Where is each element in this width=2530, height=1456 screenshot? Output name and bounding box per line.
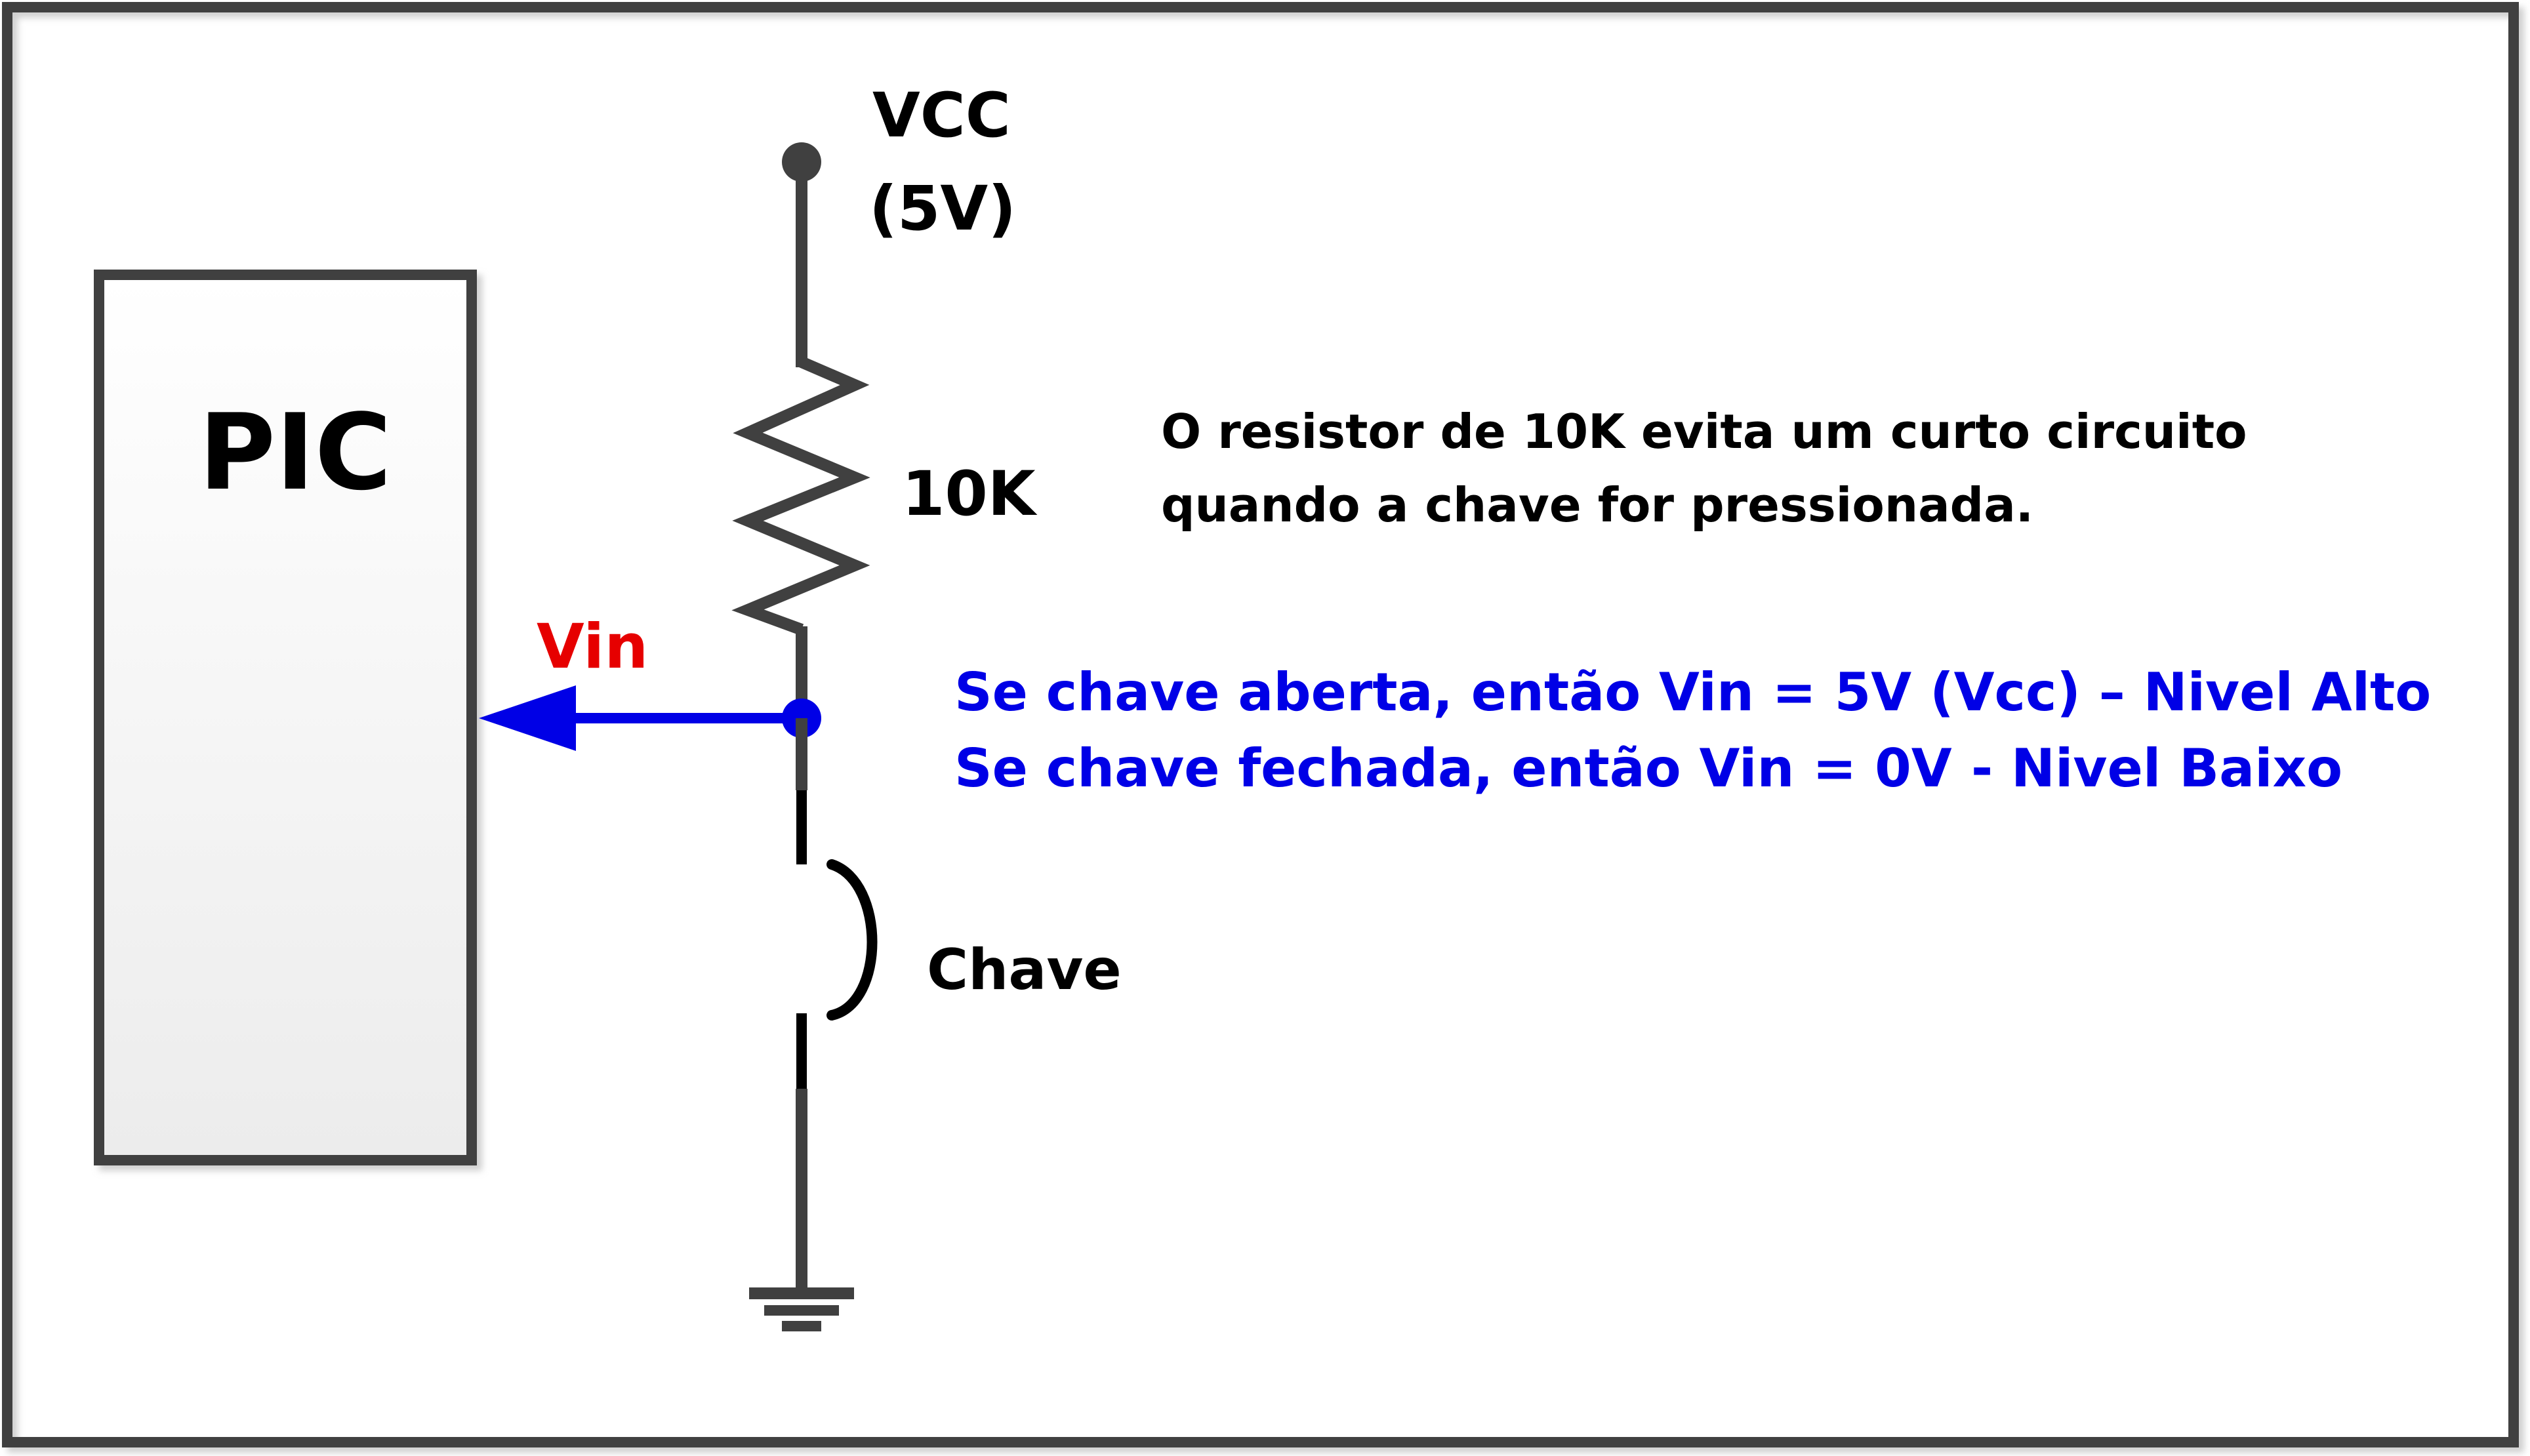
- vin-arrow-head: [479, 685, 576, 751]
- resistor-label: 10K: [902, 458, 1038, 530]
- state-closed-line: Se chave fechada, então Vin = 0V: [954, 738, 1952, 799]
- vcc-value-label: (5V): [869, 173, 1016, 245]
- vcc-label: VCC: [872, 80, 1011, 152]
- vin-label: Vin: [537, 611, 648, 683]
- ground-icon: [749, 1287, 854, 1331]
- note-line-2: quando a chave for pressionada.: [1161, 477, 2033, 533]
- state-open-line: Se chave aberta, então Vin = 5V (Vcc) – …: [954, 662, 2431, 723]
- pic-block: [94, 270, 477, 1165]
- pic-label: PIC: [199, 391, 392, 514]
- resistor-10k: [731, 356, 870, 636]
- switch-label: Chave: [927, 937, 1122, 1003]
- state-closed-level: - Nivel Baixo: [1971, 738, 2342, 799]
- switch-lever: [826, 859, 878, 1021]
- note-line-1: O resistor de 10K evita um curto circuit…: [1161, 404, 2247, 459]
